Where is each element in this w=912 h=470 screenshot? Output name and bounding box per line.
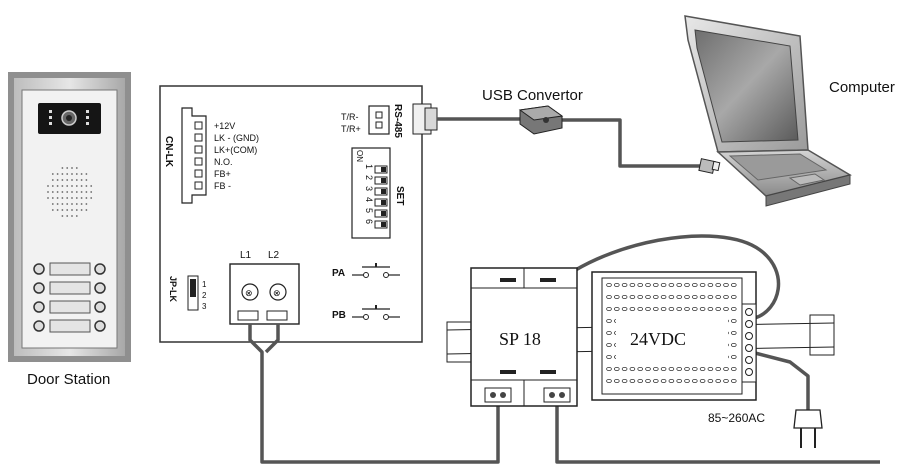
lock-terminal-block: L1 L2 ⊗ ⊗ [229,250,300,325]
pa-label: PA [332,268,345,279]
svg-text:⊗: ⊗ [245,288,253,298]
lock-cable-2 [264,324,280,354]
dip-toggles [374,165,388,229]
dip-number-3: 3 [364,186,374,191]
door-station-label: Door Station [27,371,110,388]
usb-plug [698,158,721,174]
pin-label-2: LK - (GND) [214,133,259,143]
usb-convertor-label: USB Convertor [482,87,583,104]
lock-cable-1 [248,324,500,464]
l2-label: L2 [268,250,280,261]
usb-convertor: USB Convertor [482,87,583,135]
psu-24vdc: 24VDC [591,271,757,401]
pin-label-3: LK+(COM) [214,145,257,155]
pin-label-4: N.O. [214,157,233,167]
call-button-2 [33,281,106,295]
button-pb: PB [332,305,400,321]
usb-cable [560,118,702,168]
call-button-3 [33,300,106,314]
dip-number-1: 1 [364,164,374,169]
computer-label: Computer [829,79,895,96]
svg-text:⊗: ⊗ [273,288,281,298]
jp-lk-jumper: JP-LK 1 2 3 [168,275,207,311]
door-station: Door Station [8,72,131,388]
tr-minus-label: T/R- [341,112,359,122]
cn-lk-connector: CN-LK +12V LK - (GND) LK+(COM) N.O. FB+ … [163,107,259,204]
pb-label: PB [332,310,346,321]
ac-cable [754,351,810,410]
cables [248,117,880,464]
controller-board: CN-LK +12V LK - (GND) LK+(COM) N.O. FB+ … [159,85,438,343]
pin-label-6: FB - [214,181,231,191]
tr-plus-label: T/R+ [341,124,361,134]
pin-label-5: FB+ [214,169,231,179]
rs485-connector: T/R- T/R+ RS-485 [341,103,438,138]
power-cable-bottom [555,405,880,464]
jp-number-3: 3 [202,302,207,311]
dip-number-2: 2 [364,175,374,180]
psu-label: 24VDC [630,329,686,349]
dip-switch: ON 1 2 3 4 5 6 SET [351,147,405,239]
cn-lk-label: CN-LK [163,136,174,168]
ac-label: 85~260AC [708,411,765,425]
computer-laptop: Computer [684,15,895,207]
speaker-grille [47,167,93,217]
jp-number-2: 2 [202,291,207,300]
dip-on-label: ON [355,150,364,162]
call-button-1 [33,262,106,276]
l1-label: L1 [240,250,252,261]
jp-lk-label: JP-LK [168,276,178,303]
psu-to-sp18-cable [544,234,781,320]
dip-number-6: 6 [364,219,374,224]
sp18-label: SP 18 [499,329,541,349]
call-buttons [33,262,106,333]
rs485-label: RS-485 [392,104,403,138]
ac-plug: 85~260AC [708,409,823,448]
dip-number-5: 5 [364,208,374,213]
button-pa: PA [332,263,400,279]
camera-module [38,103,101,134]
sp18-module: SP 18 [470,267,578,407]
set-label: SET [394,186,405,205]
dip-number-4: 4 [364,197,374,202]
call-button-4 [33,319,106,333]
psu-terminals [741,303,757,383]
jp-number-1: 1 [202,280,207,289]
pin-label-1: +12V [214,121,235,131]
